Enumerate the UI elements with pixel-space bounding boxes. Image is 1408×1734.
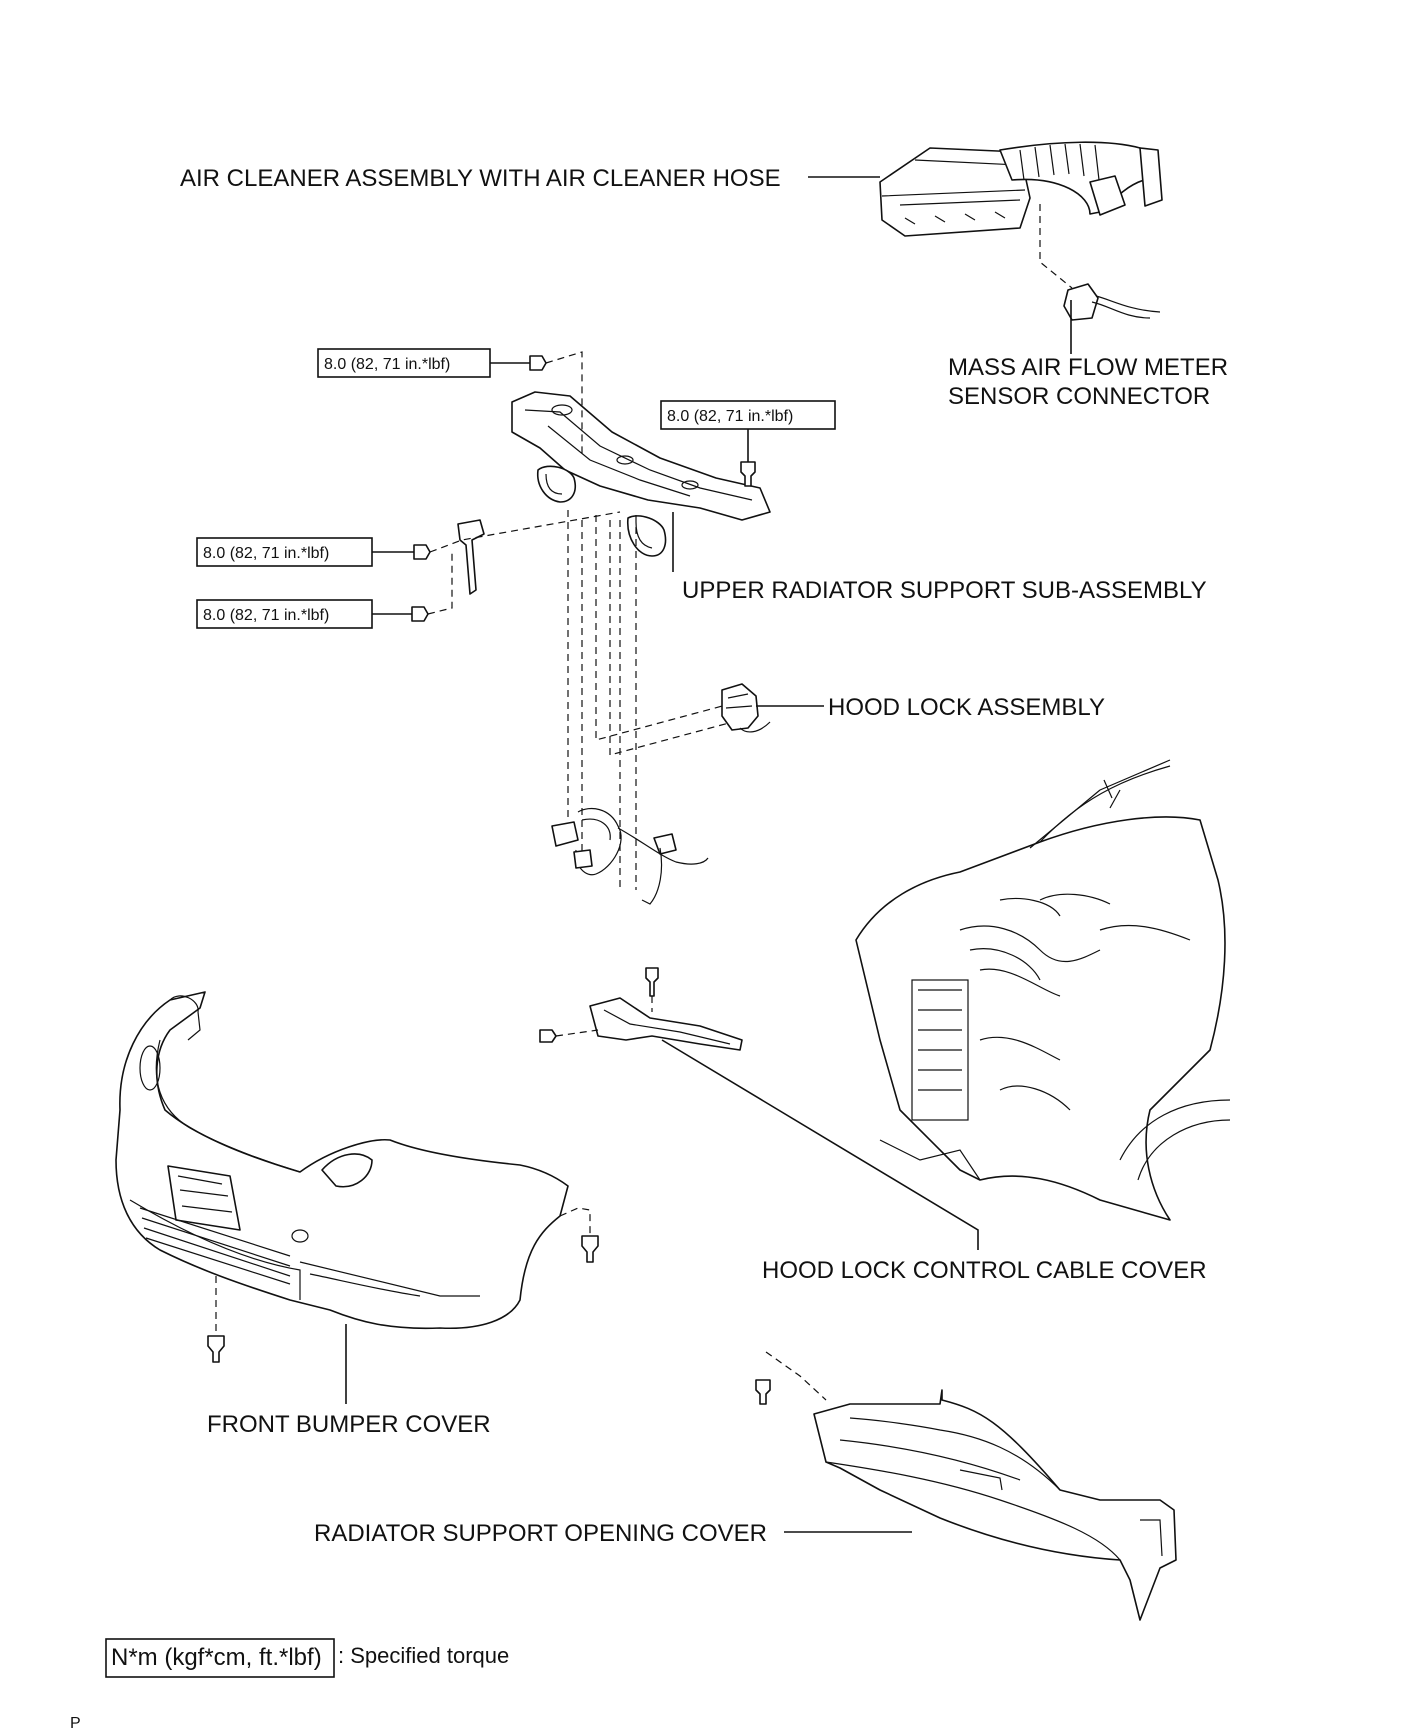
legend-description: : Specified torque bbox=[338, 1643, 509, 1668]
hood-lock-cable-cover-drawing bbox=[539, 967, 743, 1051]
upper-radiator-support-label: UPPER RADIATOR SUPPORT SUB-ASSEMBLY bbox=[682, 577, 1207, 604]
bolt-icon bbox=[529, 355, 547, 371]
air-cleaner-label: AIR CLEANER ASSEMBLY WITH AIR CLEANER HO… bbox=[180, 165, 781, 192]
radiator-support-opening-cover-label: RADIATOR SUPPORT OPENING COVER bbox=[314, 1520, 767, 1547]
torque-spec-3: 8.0 (82, 71 in.*lbf) bbox=[196, 511, 621, 567]
nut-icon bbox=[413, 544, 431, 560]
torque-spec-1-text: 8.0 (82, 71 in.*lbf) bbox=[324, 356, 450, 373]
hood-lock-assembly-drawing bbox=[721, 683, 771, 733]
mass-air-flow-label-line-1: MASS AIR FLOW METER bbox=[948, 354, 1228, 381]
hood-lock-cable-cover-label: HOOD LOCK CONTROL CABLE COVER bbox=[762, 1257, 1207, 1284]
torque-legend: N*m (kgf*cm, ft.*lbf) : Specified torque bbox=[105, 1638, 509, 1678]
torque-spec-2: 8.0 (82, 71 in.*lbf) bbox=[660, 400, 836, 487]
front-bumper-cover-label: FRONT BUMPER COVER bbox=[207, 1411, 491, 1438]
bumper-clip-icon-2 bbox=[581, 1235, 599, 1263]
torque-spec-2-text: 8.0 (82, 71 in.*lbf) bbox=[667, 408, 793, 425]
front-bumper-cover-drawing bbox=[115, 991, 569, 1330]
bumper-fastener-dash-2 bbox=[559, 1207, 591, 1236]
bolt-icon bbox=[740, 461, 756, 487]
hood-lock-cable-cover-leader-line bbox=[661, 1039, 979, 1250]
bolt-icon bbox=[411, 606, 429, 622]
torque-spec-3-text: 8.0 (82, 71 in.*lbf) bbox=[203, 545, 329, 562]
radiator-support-opening-cover-drawing bbox=[813, 1389, 1177, 1621]
footer-mark: P bbox=[70, 1715, 81, 1732]
legend-unit-box-text: N*m (kgf*cm, ft.*lbf) bbox=[111, 1644, 322, 1671]
assembly-guide-lines bbox=[567, 510, 741, 890]
opening-cover-clip-icon bbox=[755, 1379, 771, 1405]
upper-radiator-support-drawing bbox=[457, 391, 771, 595]
vehicle-front-drawing bbox=[855, 759, 1231, 1221]
hood-lock-label: HOOD LOCK ASSEMBLY bbox=[828, 694, 1105, 721]
opening-cover-fastener-dash bbox=[765, 1351, 827, 1401]
torque-spec-4-text: 8.0 (82, 71 in.*lbf) bbox=[203, 607, 329, 624]
torque-spec-4: 8.0 (82, 71 in.*lbf) bbox=[196, 552, 453, 629]
air-cleaner-to-sensor-dash bbox=[1039, 204, 1073, 289]
hood-lock-release-cable-drawing bbox=[551, 808, 709, 905]
bumper-clip-icon-1 bbox=[207, 1335, 225, 1363]
torque-spec-1: 8.0 (82, 71 in.*lbf) bbox=[317, 348, 583, 455]
mass-air-flow-label-line-2: SENSOR CONNECTOR bbox=[948, 383, 1210, 410]
air-cleaner-assembly-drawing bbox=[879, 141, 1163, 321]
